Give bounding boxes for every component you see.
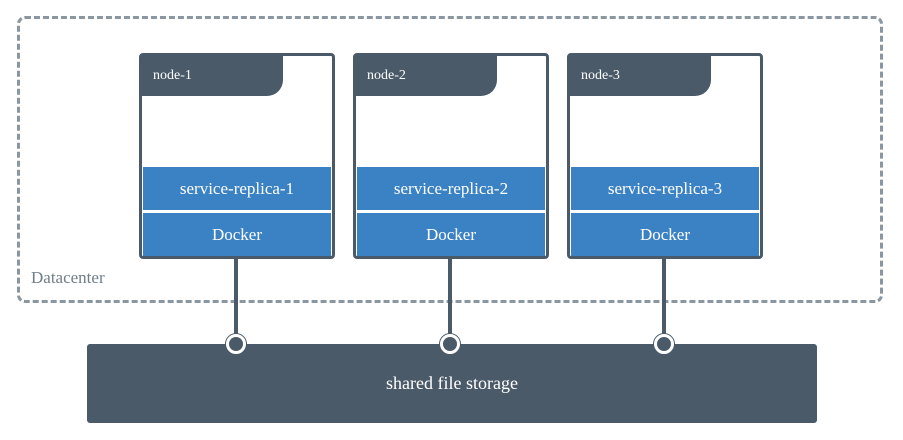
node-3-box: node-3 service-replica-3 Docker <box>567 53 763 259</box>
storage-port-1 <box>226 334 246 354</box>
datacenter-label: Datacenter <box>31 268 105 287</box>
node-2-divider <box>357 210 545 213</box>
node-1-connector <box>234 259 238 339</box>
node-2-docker-box: Docker <box>357 213 545 256</box>
node-3-tab: node-3 <box>570 56 711 96</box>
node-1-divider <box>143 210 331 213</box>
node-3-docker-box: Docker <box>571 213 759 256</box>
node-2-label: node-2 <box>367 68 406 83</box>
node-1-docker-box: Docker <box>143 213 331 256</box>
node-3-label: node-3 <box>581 68 620 83</box>
node-1-label: node-1 <box>153 68 192 83</box>
service-replica-2-box: service-replica-2 <box>357 167 545 210</box>
node-2-tab: node-2 <box>356 56 497 96</box>
node-3-connector <box>662 259 666 339</box>
storage-port-2 <box>440 334 460 354</box>
service-replica-3-box: service-replica-3 <box>571 167 759 210</box>
node-1-tab: node-1 <box>142 56 283 96</box>
shared-file-storage: shared file storage <box>87 344 817 423</box>
node-2-box: node-2 service-replica-2 Docker <box>353 53 549 259</box>
service-replica-1-box: service-replica-1 <box>143 167 331 210</box>
node-1-box: node-1 service-replica-1 Docker <box>139 53 335 259</box>
storage-port-3 <box>654 334 674 354</box>
node-3-divider <box>571 210 759 213</box>
node-2-connector <box>448 259 452 339</box>
